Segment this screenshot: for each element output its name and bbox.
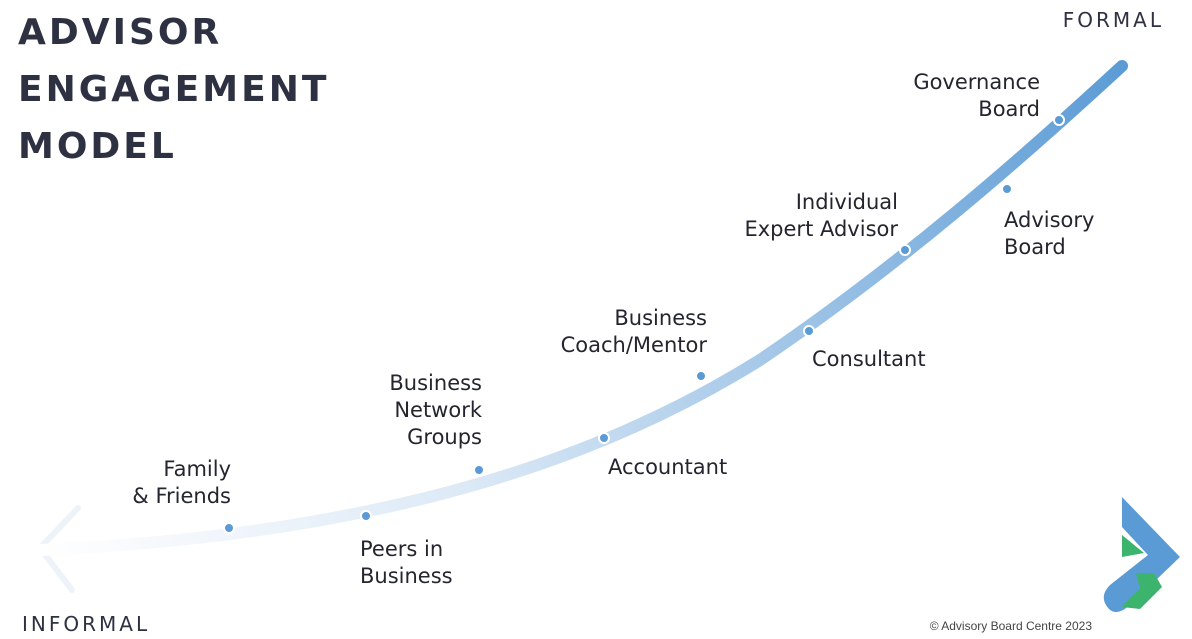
stage-line: Accountant (608, 455, 728, 479)
title-line-1: ADVISOR (18, 12, 223, 53)
stage-line: Advisory (1004, 208, 1095, 232)
stage-line: Board (978, 97, 1040, 121)
stage-line: Groups (407, 425, 482, 449)
stage-line: Board (1004, 235, 1066, 259)
stage-line: Business (614, 306, 707, 330)
informal-label: INFORMAL (22, 612, 151, 636)
stage-line: Business (389, 371, 482, 395)
stage-business-coach-mentor: Business Coach/Mentor (561, 305, 707, 359)
dot-business-coach-mentor (695, 370, 707, 382)
dot-peers-in-business (360, 510, 372, 522)
dot-family-friends (223, 522, 235, 534)
stage-accountant: Accountant (608, 454, 727, 481)
stage-line: Coach/Mentor (560, 333, 707, 357)
stage-peers-in-business: Peers in Business (360, 536, 453, 590)
stage-line: Network (394, 398, 482, 422)
stage-advisory-board: Advisory Board (1004, 207, 1094, 261)
stage-line: Business (360, 564, 453, 588)
stage-line: Consultant (812, 347, 926, 371)
dot-individual-expert-advisor (899, 244, 911, 256)
stage-dots (223, 114, 1065, 534)
stage-line: Expert Advisor (744, 217, 898, 241)
dot-advisory-board (1001, 183, 1013, 195)
dot-consultant (803, 325, 815, 337)
title-line-2: ENGAGEMENT (18, 69, 330, 110)
title-line-3: MODEL (18, 126, 177, 167)
formal-label: FORMAL (1062, 8, 1164, 32)
copyright-text: © Advisory Board Centre 2023 (929, 619, 1092, 633)
dot-accountant (598, 432, 610, 444)
advisory-board-centre-logo-icon (1103, 497, 1180, 612)
page-title: ADVISOR ENGAGEMENT MODEL (18, 4, 329, 175)
stage-consultant: Consultant (812, 346, 926, 373)
stage-line: Family (163, 457, 231, 481)
stage-individual-expert-advisor: Individual Expert Advisor (744, 189, 898, 243)
stage-line: Peers in (360, 537, 444, 561)
dot-governance-board (1053, 114, 1065, 126)
dot-business-network-groups (473, 464, 485, 476)
stage-line: Individual (795, 190, 898, 214)
stage-line: & Friends (132, 484, 231, 508)
stage-governance-board: Governance Board (913, 69, 1040, 123)
curve-path (34, 60, 1128, 556)
stage-line: Governance (913, 70, 1040, 94)
stage-business-network-groups: Business Network Groups (389, 370, 482, 451)
stage-family-friends: Family & Friends (132, 456, 231, 510)
